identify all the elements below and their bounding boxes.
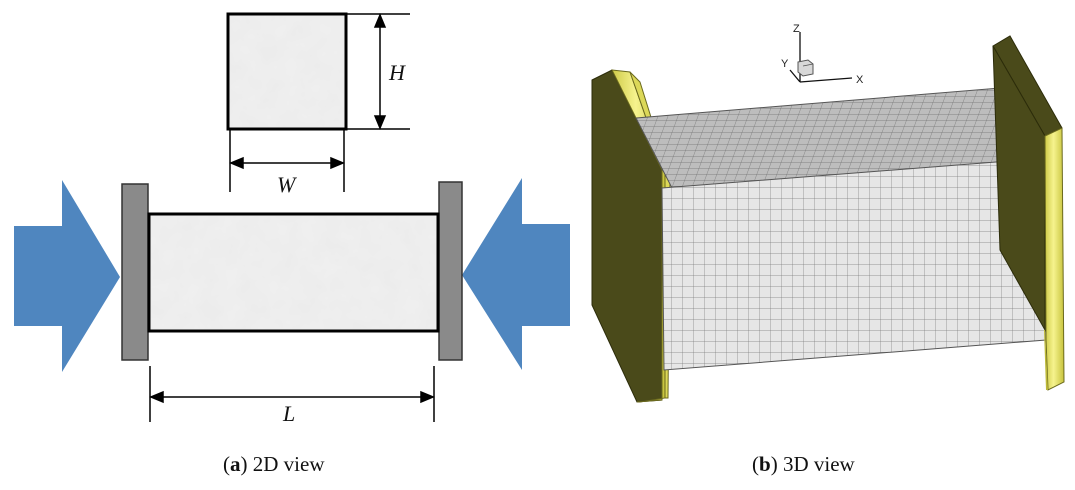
caption-a-text: 2D view: [252, 452, 325, 476]
caption-b: (b) 3D view: [752, 452, 855, 476]
caption-a-letter: a: [230, 452, 241, 476]
right-plate-front: [1044, 127, 1065, 391]
length-label: L: [282, 401, 295, 426]
axis-y-label: Y: [781, 58, 789, 70]
mesh-front-face: [661, 157, 1049, 371]
height-dimension: [346, 13, 410, 130]
panel-b-3d-view: Z Y X: [591, 23, 1065, 403]
left-compression-arrow: [14, 180, 120, 372]
caption-b-text: 3D view: [782, 452, 855, 476]
left-loading-plate: [121, 183, 149, 361]
caption-b-letter: b: [759, 452, 771, 476]
axis-x-label: X: [856, 74, 864, 86]
right-loading-plate: [438, 181, 463, 361]
right-compression-arrow: [462, 178, 570, 370]
width-label: W: [277, 172, 297, 197]
axis-triad: [789, 32, 853, 83]
caption-a: (a) 2D view: [223, 452, 325, 476]
width-dimension: [229, 130, 345, 192]
height-label: H: [388, 60, 406, 85]
axis-z-label: Z: [793, 23, 800, 35]
panel-a-2d-view: H W L: [14, 12, 570, 426]
length-dimension: [149, 366, 435, 422]
